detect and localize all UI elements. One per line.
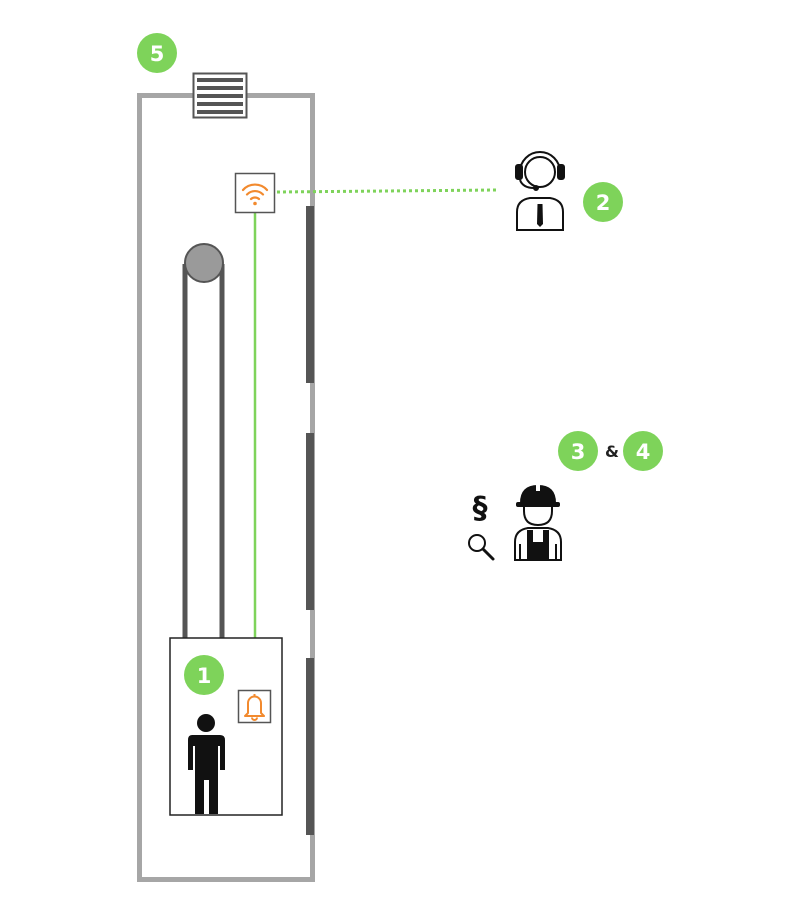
alarm-button xyxy=(237,689,272,724)
bell-icon xyxy=(244,694,265,721)
transmitter-box xyxy=(234,172,276,214)
badge-car: 1 xyxy=(184,655,224,695)
pulley xyxy=(184,243,224,283)
landing-door-bottom xyxy=(306,658,314,835)
landing-door-middle xyxy=(306,433,314,610)
wifi-icon xyxy=(241,183,269,206)
svg-text:1: 1 xyxy=(197,664,212,688)
svg-text:2: 2 xyxy=(596,191,611,215)
magnifier-icon xyxy=(468,534,495,561)
svg-text:3: 3 xyxy=(571,440,586,464)
svg-text:4: 4 xyxy=(636,440,651,464)
svg-text:5: 5 xyxy=(150,42,165,66)
badge-operator: 2 xyxy=(583,182,623,222)
hard-hat-worker-icon xyxy=(514,483,562,561)
badge-shaft: 5 xyxy=(137,33,177,73)
person-icon xyxy=(188,714,225,814)
regulation-symbol: § xyxy=(473,491,488,526)
landing-door-top xyxy=(306,206,314,383)
headset-operator-icon xyxy=(515,151,565,231)
vent-grille-icon xyxy=(192,72,248,119)
badge-inspection-a: 3 xyxy=(558,431,598,471)
badge-inspection-b: 4 xyxy=(623,431,663,471)
wireless-link xyxy=(276,188,497,194)
badge-ampersand: & xyxy=(605,442,619,461)
elevator-car xyxy=(169,637,283,816)
